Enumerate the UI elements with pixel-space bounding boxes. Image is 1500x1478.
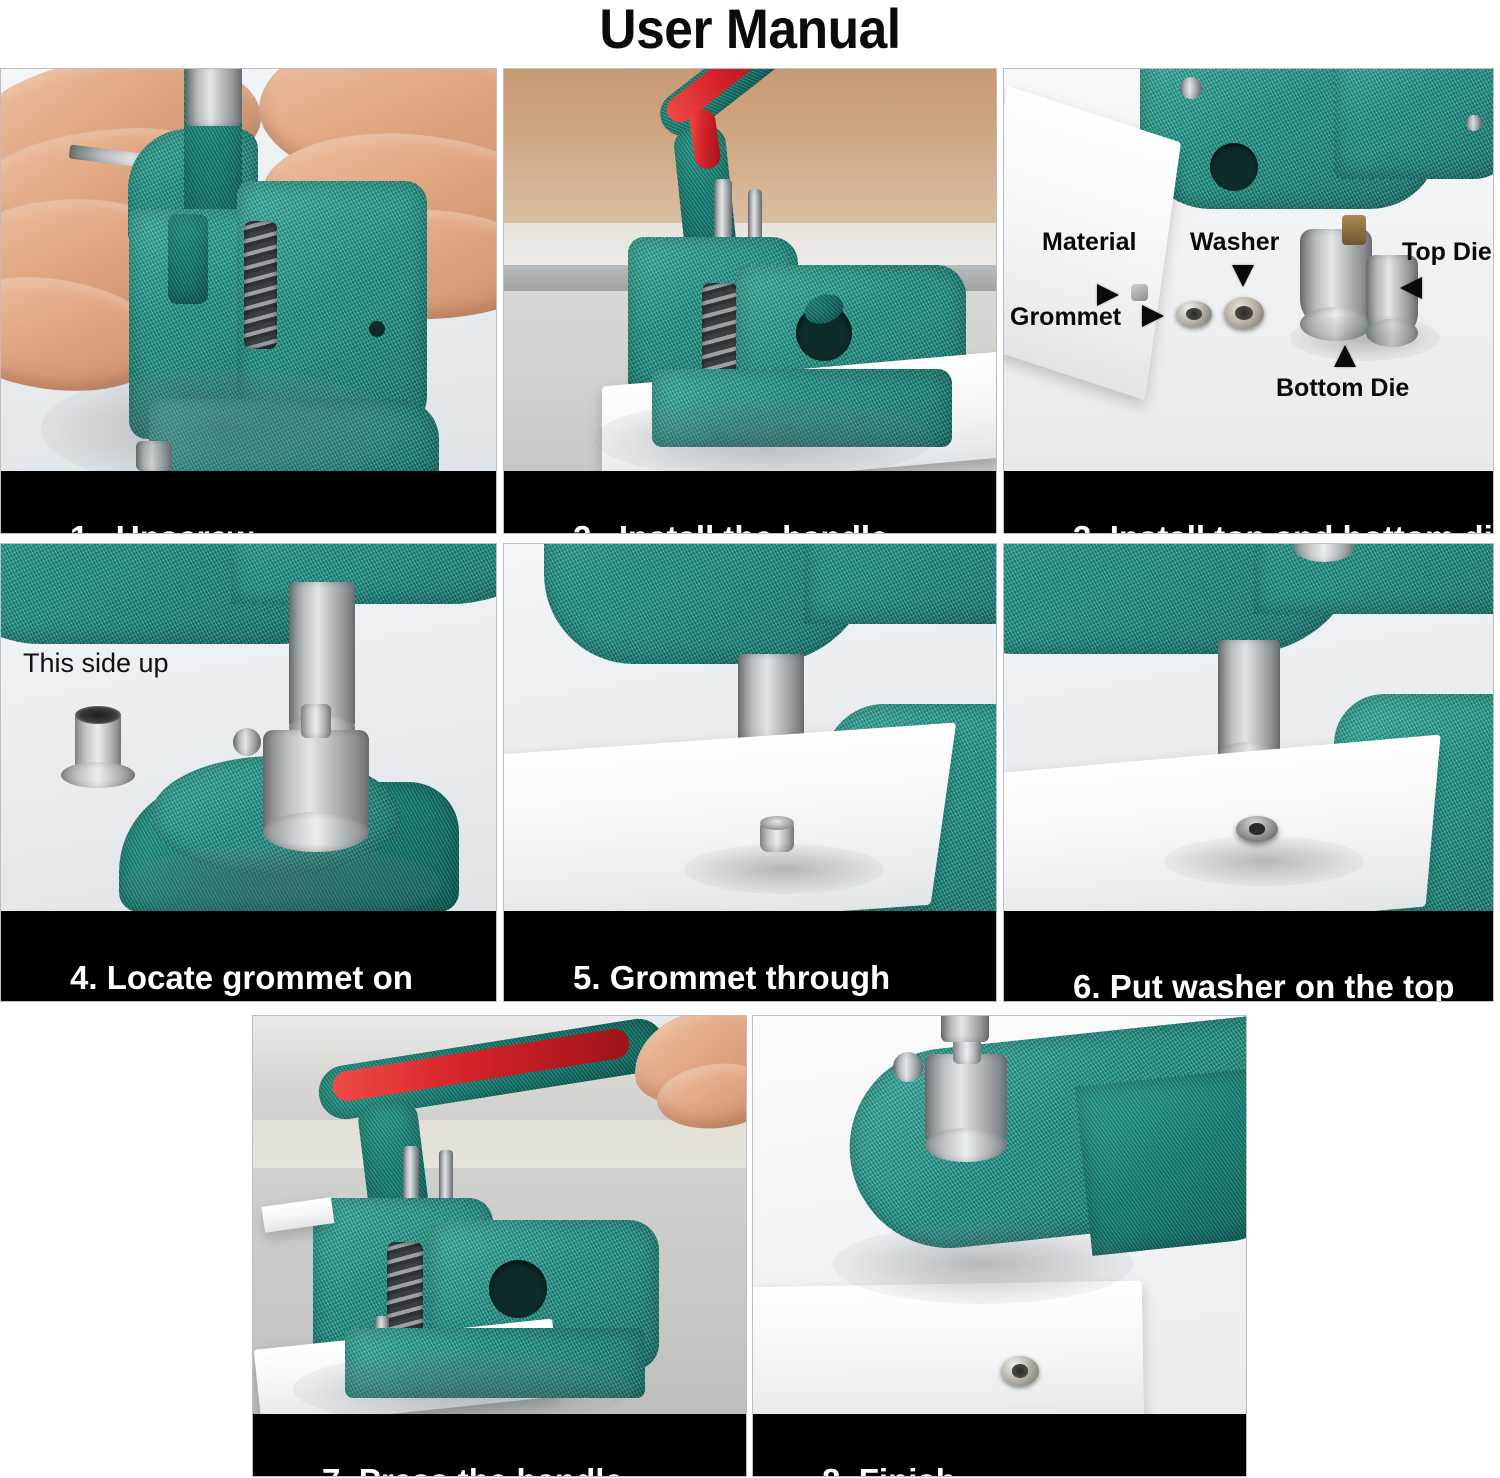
step-2-caption: 2. Install the handle <box>504 471 996 533</box>
step-4-caption: 4. Locate grommet on bottom die <box>1 911 496 1001</box>
grommet-part <box>1176 301 1212 327</box>
callout-grommet-label: Grommet <box>1010 303 1122 331</box>
step-3-caption-line1: 3. Install top and bottom dies <box>1073 519 1493 533</box>
callout-bottom-die-arrow-icon <box>1334 345 1356 367</box>
step-8-photo <box>753 1016 1246 1416</box>
step-4-photo: This side up <box>1 544 496 913</box>
step-panel-3[interactable]: Material Washer Grommet Top Die Bottom D… <box>1003 68 1494 534</box>
step-panel-5[interactable]: 5. Grommet through punched hole <box>503 543 997 1002</box>
washer-part <box>1224 297 1264 329</box>
callout-material-arrow-icon <box>1097 284 1119 306</box>
step-3-caption: 3. Install top and bottom dies <box>1004 471 1493 533</box>
callout-washer-label: Washer <box>1190 228 1280 256</box>
step-3-photo: Material Washer Grommet Top Die Bottom D… <box>1004 69 1493 473</box>
step-6-caption-line1: 6. Put washer on the top <box>1073 968 1455 1002</box>
step-5-photo <box>504 544 996 913</box>
step-1-caption: 1. Unscrew <box>1 471 496 533</box>
step-panel-7[interactable]: 7. Press the handle <box>252 1015 747 1477</box>
step-7-caption: 7. Press the handle <box>253 1414 746 1476</box>
step-panel-1[interactable]: 1. Unscrew <box>0 68 497 534</box>
step-5-caption-line1: 5. Grommet through <box>573 959 891 996</box>
callout-bottom-die-label: Bottom Die <box>1276 374 1410 402</box>
this-side-up-note: This side up <box>23 648 169 678</box>
loose-grommet <box>61 706 135 794</box>
finished-grommet <box>1001 1356 1039 1386</box>
step-panel-4[interactable]: This side up 4. Locate grommet on bottom… <box>0 543 497 1002</box>
step-panel-6[interactable]: 6. Put washer on the top <box>1003 543 1494 1002</box>
step-8-caption: 8. Finish <box>753 1414 1246 1476</box>
step-panel-2[interactable]: 2. Install the handle <box>503 68 997 534</box>
step-6-caption: 6. Put washer on the top <box>1004 911 1493 1001</box>
step-6-photo <box>1004 544 1493 913</box>
step-7-caption-line1: 7. Press the handle <box>322 1462 623 1476</box>
step-2-caption-line1: 2. Install the handle <box>573 519 888 533</box>
step-1-caption-line1: 1. Unscrew <box>70 519 253 533</box>
step-2-photo <box>504 69 996 473</box>
step-1-photo <box>1 69 496 473</box>
callout-material-label: Material <box>1042 228 1137 256</box>
step-7-photo <box>253 1016 746 1416</box>
step-5-caption: 5. Grommet through punched hole <box>504 911 996 1001</box>
step-panel-8[interactable]: 8. Finish <box>752 1015 1247 1477</box>
callout-washer-arrow-icon <box>1232 265 1254 287</box>
page-title: User Manual <box>599 0 901 60</box>
washer-on-grommet <box>1236 816 1278 842</box>
step-4-caption-line1: 4. Locate grommet on <box>70 959 413 996</box>
callout-grommet-arrow-icon <box>1142 305 1164 327</box>
step-8-caption-line1: 8. Finish <box>822 1462 956 1476</box>
punched-dot <box>1131 284 1148 301</box>
callout-top-die-label: Top Die <box>1402 238 1492 266</box>
callout-top-die-arrow-icon <box>1400 277 1422 299</box>
